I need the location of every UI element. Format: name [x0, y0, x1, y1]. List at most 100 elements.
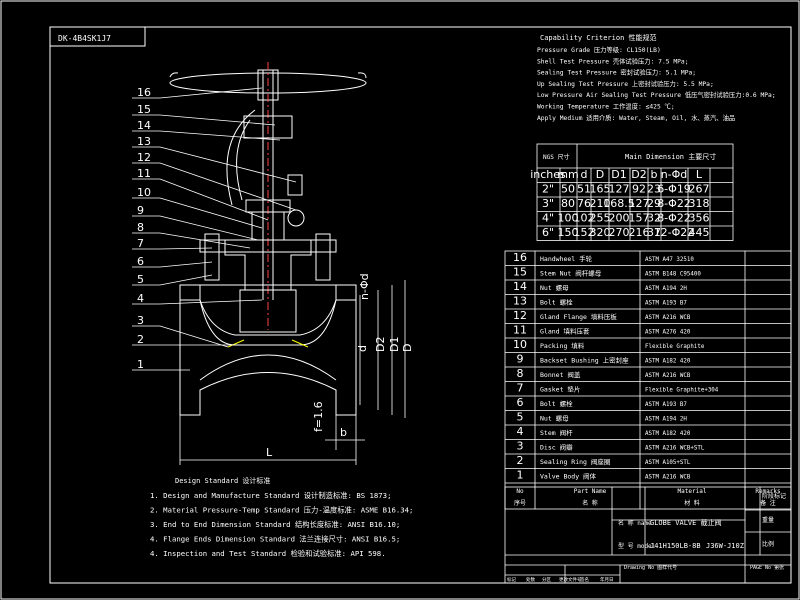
dim-cell: 76: [577, 197, 591, 210]
part-name: Nut 螺母: [540, 414, 569, 423]
dim-cell: 320: [590, 226, 611, 239]
part-name: Backset Bushing 上密封座: [540, 356, 629, 365]
part-name: Bonnet 阀盖: [540, 370, 581, 379]
standard-item: 1. Design and Manufacture Standard 设计制造标…: [150, 491, 391, 500]
tb-bottom-cell: 处数: [526, 576, 535, 583]
part-no: 8: [517, 367, 524, 380]
dim-n-label: n-Φd: [358, 273, 371, 300]
capability-line: Sealing Test Pressure 密封试验压力: 5.1 MPa;: [537, 68, 696, 77]
part-name: Nut 螺母: [540, 283, 569, 292]
part-no: 7: [517, 382, 524, 395]
body-bolt-left: [204, 233, 220, 281]
gland-nut: [287, 174, 303, 196]
valve-drawing: [169, 62, 367, 416]
tb-bottom-cell: 分区: [542, 576, 551, 583]
part-material: ASTM A216 WCB: [645, 475, 691, 481]
yoke-left-outer: [226, 109, 256, 206]
part-name: Bolt 螺栓: [540, 298, 573, 307]
dim-cell: 127: [609, 183, 630, 196]
dim-cell: 2": [542, 183, 554, 196]
part-name: Stem 阀杆: [540, 428, 573, 437]
dim-D2-label: D2: [374, 337, 387, 352]
callout-number: 2: [137, 333, 144, 346]
capability-lines: Pressure Grade 压力等级: CL150(LB)Shell Test…: [537, 45, 776, 122]
part-no: 11: [513, 324, 527, 337]
valve-body: [179, 284, 357, 416]
dim-cell: 267: [689, 183, 710, 196]
part-name: Gland Flange 填料压板: [540, 312, 617, 321]
callout-leader: [159, 261, 213, 268]
tb-code-label: 型 号 model: [618, 542, 656, 550]
dim-cell: 92: [632, 183, 646, 196]
dim-header-cell: n-Φd: [661, 168, 688, 181]
dim-cell: 6": [542, 226, 554, 239]
callout-number: 11: [137, 167, 151, 180]
callout-leader: [159, 299, 263, 305]
part-material: ASTM A193 B7: [645, 402, 687, 408]
part-no: 5: [517, 411, 524, 424]
dim-cell: 3": [542, 197, 554, 210]
part-material: ASTM A47 32510: [645, 257, 694, 263]
dim-cell: 102: [574, 212, 595, 225]
dim-cell: 210: [590, 197, 611, 210]
part-no: 13: [513, 295, 527, 308]
parts-header-material: Material: [678, 488, 707, 495]
part-no: 9: [517, 353, 524, 366]
capability-line: Pressure Grade 压力等级: CL150(LB): [537, 45, 661, 54]
part-no: 12: [513, 309, 527, 322]
part-material: ASTM A182 420: [645, 431, 691, 437]
callout-number: 5: [137, 273, 144, 286]
standard-item: 4. Inspection and Test Standard 检验和试验标准:…: [150, 549, 386, 558]
dim-cell: 127: [629, 197, 650, 210]
capability-line: Up Sealing Test Pressure 上密封试验压力: 5.5 MP…: [537, 79, 714, 88]
handwheel-ends: [169, 72, 367, 79]
callout-number: 7: [137, 237, 144, 250]
dim-cell: 80: [561, 197, 575, 210]
dim-cell: 165: [590, 183, 611, 196]
callout-number: 4: [137, 292, 144, 305]
callout-leader: [159, 87, 263, 99]
parts-table: [504, 250, 792, 510]
dim-cell: 200: [609, 212, 630, 225]
dim-cell: 168.5: [603, 197, 635, 210]
callout-number: 3: [137, 314, 144, 327]
dim-cell: 8-Φ22: [657, 197, 691, 210]
dim-cell: 8-Φ22: [657, 212, 691, 225]
dim-cell: 29: [647, 197, 661, 210]
stem-nut: [243, 115, 293, 139]
capability-title: Capability Criterion 性能规范: [540, 33, 657, 42]
part-material: ASTM A276 420: [645, 330, 691, 336]
parts-header-remark-cn: 备 注: [760, 499, 776, 507]
dimension-table: [536, 143, 734, 241]
dim-header-cell: inches: [530, 168, 566, 181]
seat-left: [227, 339, 245, 348]
callout-number: 14: [137, 119, 151, 132]
parts-header-name-cn: 名 称: [582, 499, 598, 507]
yoke-left-inner: [236, 119, 251, 201]
standards-lines: 1. Design and Manufacture Standard 设计制造标…: [150, 491, 413, 558]
callout-number: 6: [137, 255, 144, 268]
callout-number: 13: [137, 135, 151, 148]
dim-cell: 157: [629, 212, 650, 225]
parts-header-name: Part Name: [574, 488, 607, 495]
seat-right: [291, 339, 309, 348]
part-no: 10: [513, 338, 527, 351]
standard-item: 4. Flange Ends Dimension Standard 法兰连接尺寸…: [150, 535, 400, 544]
part-name: Disc 阀瓣: [540, 443, 573, 452]
dim-header-cell: b: [651, 168, 658, 181]
part-name: Sealing Ring 阀座圈: [540, 457, 610, 466]
dim-cell: 6-Φ19: [657, 183, 691, 196]
dim-cell: 12-Φ22: [654, 226, 695, 239]
dim-cell: 216: [629, 226, 650, 239]
part-name: Bolt 螺栓: [540, 399, 573, 408]
tb-side-0: 阶段标记: [762, 492, 786, 500]
dim-L-label: L: [266, 446, 273, 459]
parts-header-no-cn: 序号: [514, 499, 526, 507]
dim-header-cell: mm: [557, 168, 578, 181]
parts-header-no: No: [516, 488, 524, 495]
callout-leader: [159, 274, 213, 286]
title-block: [504, 486, 792, 584]
callout-leader: [159, 162, 297, 211]
body-top: [199, 284, 337, 336]
dim-cell: 100: [558, 212, 579, 225]
